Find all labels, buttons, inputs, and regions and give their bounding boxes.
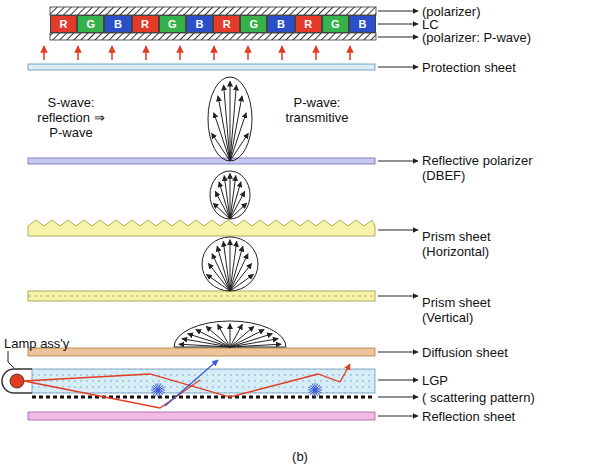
cell-letter: B — [195, 18, 203, 30]
color-filter-cell: G — [322, 15, 349, 33]
part-label: (polarizer) — [422, 4, 592, 19]
cell-letter: R — [60, 18, 68, 30]
cell-letter: B — [277, 18, 285, 30]
part-label: Reflection sheet — [422, 409, 592, 424]
cell-letter: G — [250, 18, 259, 30]
color-filter-cell: B — [349, 15, 376, 33]
color-filter-cell: R — [213, 15, 240, 33]
part-label: Prism sheet (Vertical) — [422, 295, 517, 325]
part-label: Reflective polarizer (DBEF) — [422, 153, 557, 183]
part-label: Protection sheet — [422, 60, 592, 75]
color-filter-cell: G — [159, 15, 186, 33]
part-label: Diffusion sheet — [422, 345, 592, 360]
color-filter-cell: B — [186, 15, 213, 33]
figure-caption: (b) — [250, 449, 350, 464]
part-label: Lamp ass'y — [4, 336, 94, 351]
part-label: Prism sheet (Horizontal) — [422, 229, 517, 259]
color-filter-cell: R — [295, 15, 322, 33]
color-filter-cell: G — [240, 15, 267, 33]
color-filter-cell: B — [267, 15, 294, 33]
color-filter-cell: B — [104, 15, 131, 33]
part-label: (polarizer: P-wave) — [422, 30, 597, 45]
part-label: ( scattering pattern) — [422, 390, 597, 405]
color-filter-cell: R — [50, 15, 77, 33]
part-label: P-wave: transmitive — [272, 95, 362, 125]
cell-letter: B — [114, 18, 122, 30]
cell-letter: R — [304, 18, 312, 30]
part-label: LC — [422, 17, 592, 32]
cell-letter: B — [358, 18, 366, 30]
color-filter-cell: R — [132, 15, 159, 33]
cell-letter: G — [168, 18, 177, 30]
cell-letter: R — [223, 18, 231, 30]
cell-letter: G — [86, 18, 95, 30]
part-label: LGP — [422, 373, 592, 388]
part-label: S-wave: reflection ⇒ P-wave — [30, 95, 112, 140]
color-filter-cell: G — [77, 15, 104, 33]
cell-letter: G — [331, 18, 340, 30]
cell-letter: R — [141, 18, 149, 30]
